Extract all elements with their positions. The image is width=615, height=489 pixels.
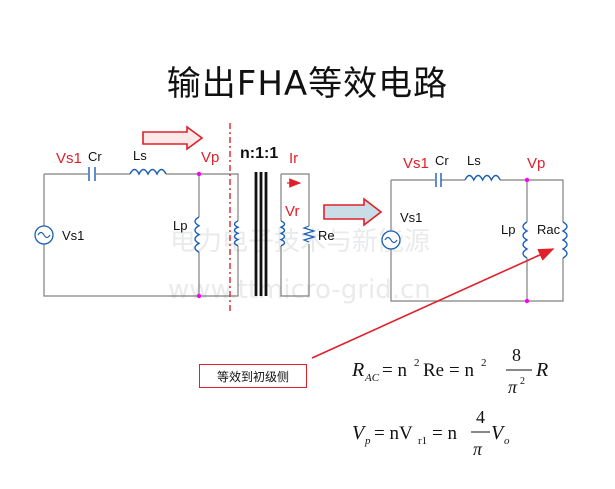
- ls-inductor-right: [464, 174, 501, 182]
- rac-inductor: [561, 221, 568, 259]
- svg-text:2: 2: [520, 376, 525, 387]
- svg-text:4: 4: [476, 407, 485, 427]
- svg-text:p: p: [364, 435, 371, 447]
- svg-text:V: V: [491, 422, 506, 444]
- label-ls-right: Ls: [467, 153, 481, 168]
- transformer-secondary-coil: [279, 220, 286, 247]
- label-vr: Vr: [285, 203, 299, 220]
- label-vp-right: Vp: [527, 155, 545, 172]
- label-turns-ratio: n:1:1: [240, 145, 278, 162]
- junction-dot: [524, 298, 530, 304]
- label-vs1-top-right: Vs1: [403, 155, 429, 172]
- re-resistor: [301, 225, 317, 243]
- left-circuit: [34, 123, 317, 312]
- svg-text:= n: = n: [432, 423, 457, 444]
- cr-capacitor-right: [435, 173, 442, 187]
- lp-inductor-left: [194, 216, 201, 253]
- svg-text:AC: AC: [364, 372, 380, 384]
- svg-text:= n: = n: [449, 360, 474, 381]
- label-cr-left: Cr: [88, 149, 102, 164]
- svg-text:= n: = n: [382, 360, 407, 381]
- label-vp-left: Vp: [201, 149, 219, 166]
- junction-dot: [196, 293, 202, 299]
- label-lp-right: Lp: [501, 222, 515, 237]
- junction-dot: [196, 171, 202, 177]
- svg-text:2: 2: [481, 357, 487, 369]
- svg-text:π: π: [508, 377, 518, 397]
- slide-title: 输出FHA等效电路: [166, 64, 449, 104]
- note-box: 等效到初级侧: [199, 364, 307, 388]
- ls-inductor-left: [129, 168, 167, 176]
- svg-text:R: R: [535, 359, 548, 381]
- formula-vp: V p = nV r1 = n 4 π V o: [352, 407, 510, 459]
- label-lp-left: Lp: [173, 218, 187, 233]
- pointer-line: [311, 248, 555, 359]
- svg-text:π: π: [473, 439, 483, 459]
- cr-capacitor-left: [88, 167, 96, 181]
- label-ls-left: Ls: [133, 148, 147, 163]
- label-ir: Ir: [289, 150, 298, 167]
- transformer-primary-coil: [233, 220, 240, 247]
- svg-text:Re: Re: [423, 360, 444, 381]
- lp-inductor-right: [522, 221, 529, 259]
- svg-text:o: o: [504, 435, 510, 447]
- svg-text:= nV: = nV: [374, 423, 413, 444]
- svg-text:V: V: [352, 422, 367, 444]
- svg-text:8: 8: [512, 345, 521, 365]
- label-vs1-left: Vs1: [62, 228, 84, 243]
- svg-text:2: 2: [414, 357, 420, 369]
- equivalent-arrow: [323, 197, 383, 227]
- watermark-line2: www.ttmicro-grid.cn: [168, 275, 431, 305]
- label-vs1-right: Vs1: [400, 210, 422, 225]
- svg-text:r1: r1: [418, 435, 427, 447]
- flow-arrow: [142, 125, 204, 151]
- label-vs1-top-left: Vs1: [56, 150, 82, 167]
- svg-text:R: R: [351, 359, 364, 381]
- right-circuit: [381, 173, 568, 304]
- junction-dot: [524, 177, 530, 183]
- label-re: Re: [318, 228, 335, 243]
- label-rac: Rac: [537, 222, 561, 237]
- label-cr-right: Cr: [435, 153, 449, 168]
- transformer-core: [254, 172, 268, 296]
- formula-rac: R AC = n 2 Re = n 2 8 π 2 R: [351, 345, 548, 397]
